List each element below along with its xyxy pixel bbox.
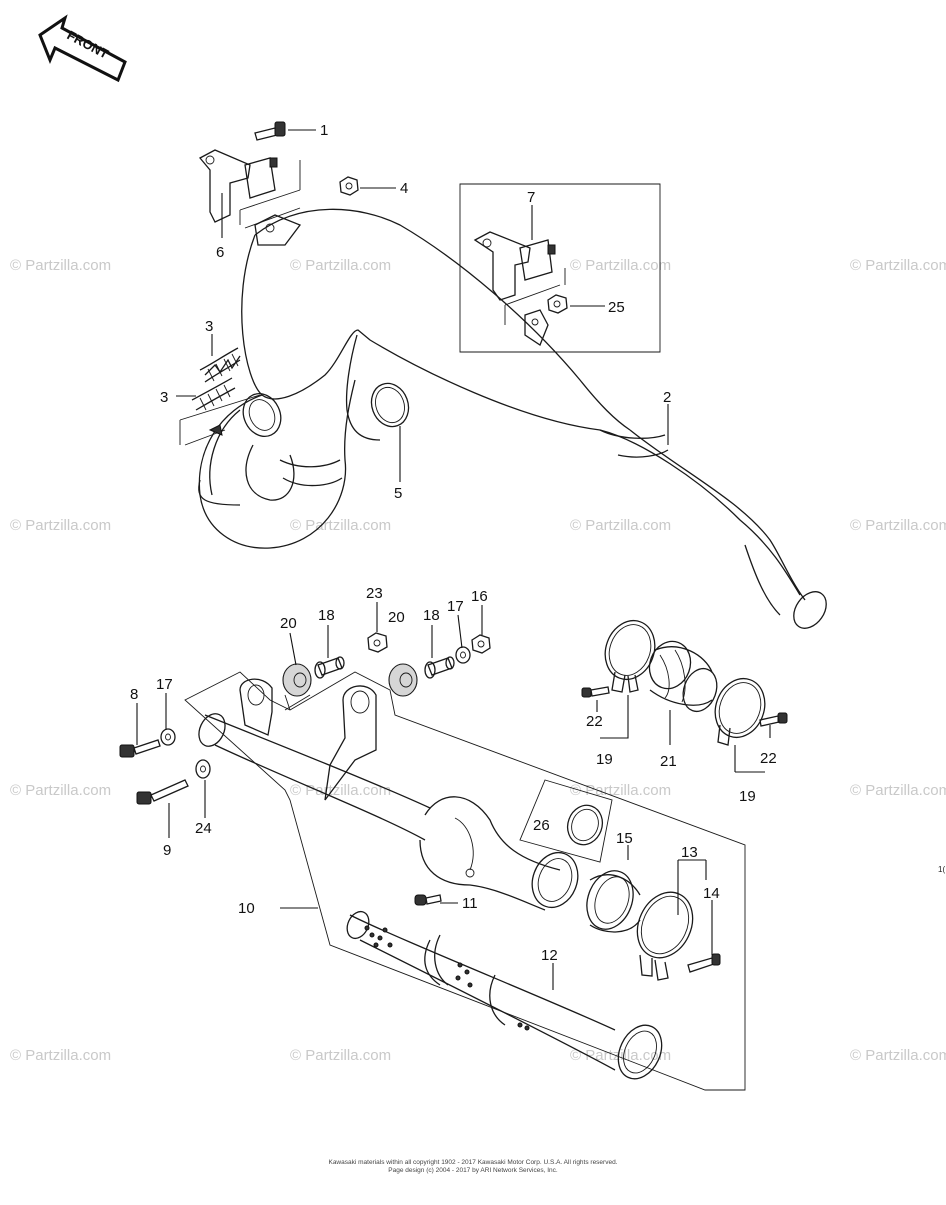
leader-lines	[136, 129, 771, 990]
joint-pipe-21	[648, 640, 718, 713]
grommet-20b	[388, 663, 418, 697]
collar-18a	[314, 656, 345, 679]
detail-box-upper	[459, 183, 661, 353]
callout-3: 3	[205, 318, 213, 335]
clamp-13	[636, 891, 694, 981]
watermark: © Partzilla.com	[850, 257, 946, 274]
watermark: © Partzilla.com	[10, 257, 111, 274]
clamp-19a	[604, 619, 656, 693]
callout-9: 9	[163, 842, 171, 859]
callout-14: 14	[703, 885, 720, 902]
callout-6: 6	[216, 244, 224, 261]
watermark: © Partzilla.com	[290, 257, 391, 274]
callout-12: 12	[541, 947, 558, 964]
edge-mark: 1(	[938, 865, 945, 874]
callout-16: 16	[471, 588, 488, 605]
screw-11	[414, 894, 442, 906]
watermark: © Partzilla.com	[10, 1047, 111, 1064]
callout-17: 17	[156, 676, 173, 693]
baffle-12	[346, 910, 663, 1080]
watermark: © Partzilla.com	[290, 1047, 391, 1064]
nut-23	[367, 632, 388, 653]
watermark: © Partzilla.com	[570, 782, 671, 799]
gasket-box	[519, 779, 613, 863]
washer-17a	[455, 646, 471, 664]
callout-19: 19	[739, 788, 756, 805]
callout-8: 8	[130, 686, 138, 703]
callout-20: 20	[388, 609, 405, 626]
bracket-6	[198, 149, 278, 223]
washer-17b	[160, 728, 176, 746]
spring-3-lower	[191, 377, 236, 411]
callout-7: 7	[527, 189, 535, 206]
silencer-boundary	[184, 671, 746, 1091]
silencer-body	[198, 713, 579, 911]
collar-18b	[424, 656, 455, 679]
callout-2: 2	[663, 389, 671, 406]
callout-18: 18	[318, 607, 335, 624]
watermark: © Partzilla.com	[290, 517, 391, 534]
expansion-chamber	[198, 208, 827, 629]
callout-3: 3	[160, 389, 168, 406]
silencer-bracket-rear	[324, 685, 377, 801]
callout-23: 23	[366, 585, 383, 602]
watermark: © Partzilla.com	[570, 257, 671, 274]
callout-19: 19	[596, 751, 613, 768]
callouts: 1 4 6 7 25 3 3 2 5 23 20 18 20 18 17 16 …	[130, 122, 777, 964]
nut-25	[547, 294, 568, 314]
watermark: © Partzilla.com	[570, 517, 671, 534]
callout-22: 22	[586, 713, 603, 730]
callout-11: 11	[462, 895, 478, 912]
clamp-19b	[714, 677, 766, 746]
callout-22: 22	[760, 750, 777, 767]
callout-13: 13	[681, 844, 698, 861]
nut-16	[471, 634, 491, 654]
callout-4: 4	[400, 180, 408, 197]
front-arrow-icon: FRONT	[38, 14, 127, 83]
callout-24: 24	[195, 820, 212, 837]
nut-4	[339, 176, 359, 196]
callout-26: 26	[533, 817, 550, 834]
callout-18: 18	[423, 607, 440, 624]
callout-21: 21	[660, 753, 677, 770]
footer: Kawasaki materials within all copyright …	[328, 1159, 617, 1174]
bolt-1	[254, 121, 286, 141]
watermark: © Partzilla.com	[10, 517, 111, 534]
callout-10: 10	[238, 900, 255, 917]
gasket-5	[370, 382, 410, 428]
footer-line-1: Kawasaki materials within all copyright …	[328, 1159, 617, 1166]
bolt-22a	[581, 686, 610, 698]
callout-25: 25	[608, 299, 625, 316]
spring-3-upper	[199, 347, 241, 383]
watermark: © Partzilla.com	[10, 782, 111, 799]
silencer-bracket-front	[239, 678, 273, 736]
callout-1: 1	[320, 122, 328, 139]
joint-15	[586, 870, 641, 933]
watermark: © Partzilla.com	[850, 517, 946, 534]
callout-20: 20	[280, 615, 297, 632]
bolt-14	[687, 953, 721, 973]
bolt-22b	[759, 712, 788, 727]
callout-15: 15	[616, 830, 633, 847]
grommet-20a	[282, 663, 312, 697]
washer-24	[195, 759, 211, 779]
watermark: © Partzilla.com	[850, 1047, 946, 1064]
watermark: © Partzilla.com	[290, 782, 391, 799]
bolt-8	[119, 739, 161, 758]
bracket-7	[473, 231, 556, 301]
callout-17: 17	[447, 598, 464, 615]
gasket-26	[566, 804, 604, 846]
callout-5: 5	[394, 485, 402, 502]
bolt-9	[136, 779, 189, 805]
watermarks: © Partzilla.com © Partzilla.com © Partzi…	[10, 257, 946, 1064]
watermark: © Partzilla.com	[850, 782, 946, 799]
footer-line-2: Page design (c) 2004 - 2017 by ARI Netwo…	[388, 1167, 558, 1174]
